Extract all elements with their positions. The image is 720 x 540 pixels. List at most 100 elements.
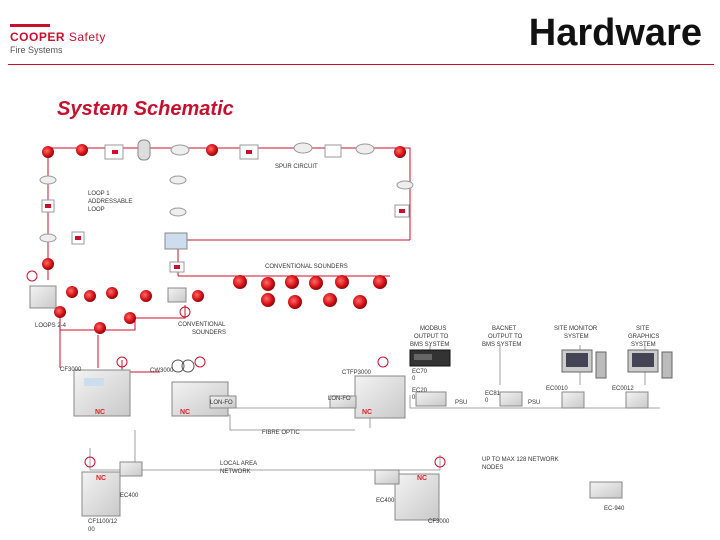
sounder-icon	[394, 146, 406, 158]
nc-badge: NC	[362, 409, 372, 416]
page-header: COOPER Safety Fire Systems Hardware	[0, 0, 720, 64]
ec200-label-line2: 0	[412, 395, 416, 401]
node-icon	[84, 456, 96, 468]
smoke-detector-icon	[293, 142, 313, 154]
sounder-icon	[335, 275, 349, 289]
network-devices	[409, 349, 673, 409]
sitemonitor-label-line2: SYSTEM	[564, 334, 589, 340]
sounder-icon	[54, 306, 66, 318]
sounder-icon	[140, 290, 152, 302]
call-point-mark	[112, 150, 118, 154]
upto-label-line1: UP TO MAX 128 NETWORK	[482, 457, 559, 463]
fibre-optic-link	[175, 414, 355, 431]
ec400-right-label: EC400	[376, 498, 395, 504]
smoke-detector-icon	[169, 175, 187, 185]
logo-accent-bar	[10, 24, 50, 27]
psu1-label: PSU	[455, 400, 467, 406]
call-point-mark	[45, 204, 51, 208]
logo-subtitle: Fire Systems	[10, 45, 63, 55]
lan-label-line2: NETWORK	[220, 469, 251, 475]
lon-fo-right-label: LON-FO	[328, 396, 351, 402]
lon-fo-right-module-icon	[329, 395, 357, 409]
modbus-label-line2: OUTPUT TO	[414, 334, 449, 340]
spur-circuit-label: SPUR CIRCUIT	[275, 164, 318, 170]
monitor-screen	[566, 353, 588, 367]
ctfp3000-label: CTFP3000	[342, 370, 372, 376]
panel-display	[84, 378, 104, 386]
lan-label-line1: LOCAL AREA	[220, 461, 257, 467]
repeater-panel-icon	[29, 285, 57, 309]
interface-module-icon	[167, 287, 187, 303]
ctfp3000-panel-icon	[354, 375, 406, 419]
ec810-module-icon	[499, 391, 523, 407]
node-icon	[116, 356, 128, 368]
ec810-label-line2: 0	[485, 398, 489, 404]
bacnet-label-line1: BACNET	[492, 326, 517, 332]
loop1-top-wire	[48, 147, 411, 240]
sounder-icon	[84, 290, 96, 302]
conventional-sounders	[233, 275, 387, 309]
cw3000-ring-icon	[171, 359, 185, 373]
fibre-optic-label: FIBRE OPTIC	[262, 430, 300, 436]
loop-left-cluster	[26, 270, 204, 334]
ec400-left-module-icon	[119, 461, 143, 477]
ec400-right-module-icon	[374, 469, 400, 485]
logo-main-text: COOPER	[10, 30, 66, 44]
ec700-label-line2: 0	[412, 376, 416, 382]
cw3000-label: CW3000	[150, 368, 174, 374]
smoke-detector-icon	[39, 175, 57, 185]
node-icon	[194, 356, 206, 368]
cf1100-panel-icon	[81, 471, 121, 517]
loop1-right-devices	[164, 175, 414, 273]
ec0010-module-icon	[561, 391, 585, 409]
call-point-mark	[246, 150, 252, 154]
smoke-detector-icon	[39, 233, 57, 243]
header-divider	[8, 64, 714, 65]
modbus-label-line1: MODBUS	[420, 326, 446, 332]
interface-module-icon	[324, 144, 342, 158]
sounder-icon	[192, 290, 204, 302]
loop1-label-line3: LOOP	[88, 207, 105, 213]
conv-sounders2-line1: CONVENTIONAL	[178, 322, 226, 328]
ec940-label: EC-940	[604, 506, 625, 512]
upto-label-line2: NODES	[482, 465, 503, 471]
conv-sounders2-line2: SOUNDERS	[192, 330, 226, 336]
node-icon	[26, 270, 38, 282]
psu2-label: PSU	[528, 400, 540, 406]
smoke-detector-icon	[396, 180, 414, 190]
smoke-detector-icon	[169, 207, 187, 217]
ec400-left-label: EC400	[120, 493, 139, 499]
conv-sounders-label: CONVENTIONAL SOUNDERS	[265, 264, 348, 270]
sounder-icon	[353, 295, 367, 309]
wiring	[47, 147, 411, 373]
sounder-icon	[76, 144, 88, 156]
nc-badge: NC	[180, 409, 190, 416]
sounder-icon	[261, 293, 275, 307]
lon-fo-left-module-icon	[209, 395, 237, 409]
sounder-icon	[94, 322, 106, 334]
ec0012-module-icon	[625, 391, 649, 409]
sitegraphics-label-line2: GRAPHICS	[628, 334, 659, 340]
loop1-label-line1: LOOP 1	[88, 191, 110, 197]
cf1100-label-line1: CF1100/12	[88, 519, 118, 525]
call-point-mark	[174, 265, 180, 269]
ec700-label-line1: EC70	[412, 369, 428, 375]
loop1-devices	[42, 139, 406, 161]
cf3000-bottom-panel-icon	[394, 473, 440, 521]
node-icon	[179, 306, 191, 318]
sitemonitor-label-line1: SITE MONITOR	[554, 326, 598, 332]
nc-badge: NC	[95, 409, 105, 416]
sounder-icon	[309, 276, 323, 290]
cf3000-left-label: CF3000	[60, 367, 82, 373]
node-icon	[377, 356, 389, 368]
graphics-screen	[632, 353, 654, 367]
cooper-safety-logo: COOPER Safety Fire Systems	[10, 24, 106, 55]
sounder-icon	[288, 295, 302, 309]
ec940-module-icon	[589, 481, 623, 499]
sounder-icon	[285, 275, 299, 289]
logo-wordmark: COOPER Safety	[10, 30, 106, 44]
pc-tower-icon	[661, 351, 673, 379]
sounder-icon	[261, 277, 275, 291]
sounder-icon	[206, 144, 218, 156]
loops-label: LOOPS 2-4	[35, 323, 67, 329]
